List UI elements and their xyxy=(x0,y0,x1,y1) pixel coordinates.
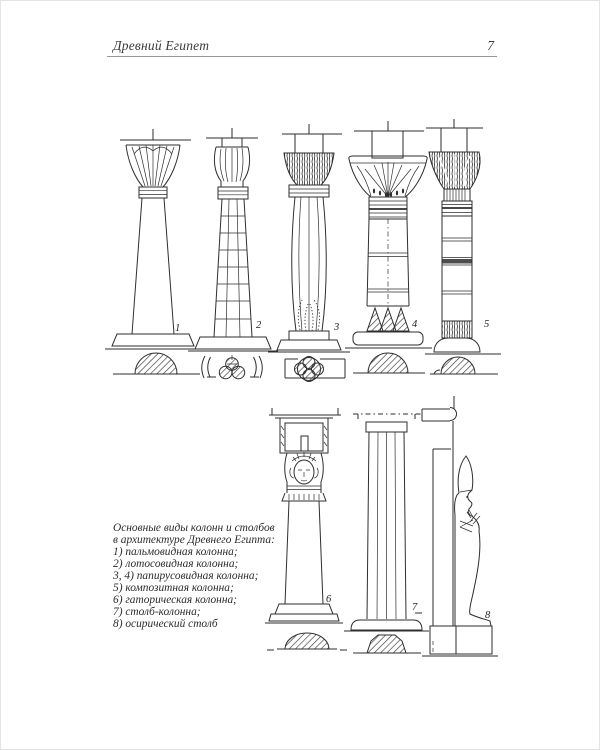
neck-rings xyxy=(288,184,330,198)
abacus xyxy=(371,130,404,159)
neck-rings xyxy=(138,186,168,199)
abacus xyxy=(440,127,468,153)
caption-line: 1) пальмовидная колонна; xyxy=(113,546,238,558)
architrave-ticks xyxy=(357,414,416,419)
shaft xyxy=(366,218,410,307)
lotus-bud-capital xyxy=(213,146,251,188)
base xyxy=(105,333,210,350)
abacus xyxy=(221,137,243,148)
architrave-line xyxy=(354,121,424,132)
plan-view xyxy=(284,356,346,382)
plan-view xyxy=(201,355,263,380)
base xyxy=(344,619,429,632)
caption-line: 2) лотосовидная колонна; xyxy=(113,558,239,570)
figure-number: 3 xyxy=(333,322,339,333)
figure-5-composite-column: 5 xyxy=(425,119,501,375)
sistrum-naos xyxy=(275,417,333,454)
figure-number: 2 xyxy=(256,320,262,331)
shaft xyxy=(441,216,473,321)
cornice xyxy=(421,396,457,422)
plan-view xyxy=(430,356,498,375)
figure-2-lotus-column: 2 xyxy=(188,128,278,380)
architrave-line xyxy=(120,129,191,141)
osiris-statue xyxy=(454,455,492,627)
stripe-band xyxy=(443,188,471,202)
caption-line: 7) столб-колонна; xyxy=(113,606,201,618)
figure-4-papyrus-campaniform-column: 4 xyxy=(345,121,432,374)
architrave-line xyxy=(282,124,342,135)
figure-number: 8 xyxy=(485,610,491,621)
figure-6-hathoric-column: 6 xyxy=(265,408,347,651)
plan-view xyxy=(267,632,347,651)
statue-base xyxy=(415,612,498,657)
caption-line: в архитектуре Древнего Египта: xyxy=(113,534,275,546)
figure-number: 5 xyxy=(484,319,489,330)
palm-capital xyxy=(125,144,181,188)
abacus xyxy=(294,133,324,154)
figure-3-papyrus-bundle-column: 3 xyxy=(268,124,350,382)
shaft xyxy=(366,431,407,620)
shaft xyxy=(284,500,324,605)
neck-bands xyxy=(368,196,408,220)
composite-capital xyxy=(428,151,481,190)
hathor-head-capital xyxy=(281,452,327,502)
shaft xyxy=(213,198,253,338)
architrave-line xyxy=(426,119,483,129)
page-number: 7 xyxy=(487,38,494,53)
architrave-line xyxy=(269,408,341,416)
plan-view xyxy=(113,352,200,375)
figure-number: 4 xyxy=(412,319,418,330)
figure-7-pillar-column: 7 xyxy=(344,413,429,654)
neck-rings xyxy=(217,186,249,200)
cap-slab xyxy=(365,421,408,433)
caption-line: 3, 4) папирусовидная колонна; xyxy=(113,570,259,582)
base xyxy=(268,330,350,353)
caption-line: 6) гаторическая колонна; xyxy=(113,594,237,606)
neck-bands xyxy=(441,200,473,217)
running-title: Древний Египет xyxy=(113,38,210,53)
base xyxy=(265,603,343,624)
leaf-sheath-band xyxy=(366,305,410,332)
caption-line: 5) композитная колонна; xyxy=(113,582,234,594)
figure-caption: Основные виды колонн и столбов в архитек… xyxy=(113,522,275,630)
figure-8-osiride-pillar: 8 xyxy=(415,396,498,657)
figure-number: 6 xyxy=(326,594,332,605)
base xyxy=(188,336,278,352)
figure-number: 7 xyxy=(412,602,418,613)
decorated-band xyxy=(441,320,473,339)
shaft xyxy=(131,197,175,335)
architrave-line xyxy=(206,128,258,139)
papyrus-capital xyxy=(283,152,335,186)
pillar-slab xyxy=(432,421,454,626)
base xyxy=(345,331,432,349)
page-header: Древний Египет 7 xyxy=(107,37,497,57)
plan-view xyxy=(353,634,421,654)
caption-line: 8) осирический столб xyxy=(113,618,218,630)
shaft xyxy=(291,196,327,332)
caption-line: Основные виды колонн и столбов xyxy=(113,522,275,534)
figure-number: 1 xyxy=(175,323,180,334)
bell-capital xyxy=(348,155,428,198)
base xyxy=(425,337,501,355)
plan-view xyxy=(353,352,425,374)
figure-1-palm-column: 1 xyxy=(105,129,210,375)
